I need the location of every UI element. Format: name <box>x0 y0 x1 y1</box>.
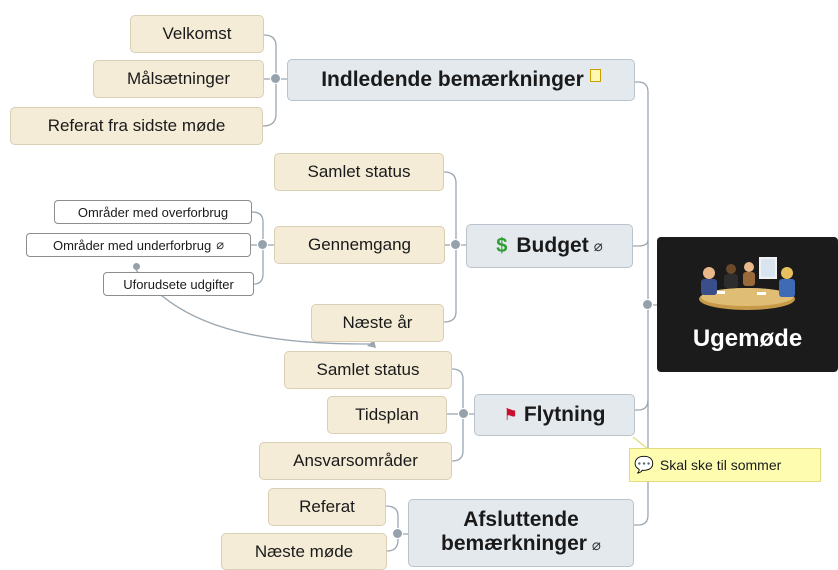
topic-afsluttende-dot[interactable] <box>392 528 403 539</box>
subtopic-tidsplan[interactable]: Tidsplan <box>327 396 447 434</box>
note-icon[interactable] <box>589 68 601 82</box>
speech-bubble-icon: 💬 <box>634 457 654 474</box>
relationship-start-dot[interactable] <box>133 263 140 270</box>
subtopic-referat[interactable]: Referat <box>268 488 386 526</box>
item-underforbrug[interactable]: Områder med underforbrug ⌀ <box>26 233 251 257</box>
subtopic-malsaetninger[interactable]: Målsætninger <box>93 60 264 98</box>
callout-text: Skal ske til sommer <box>659 457 782 473</box>
subtopic-samlet-status-flytning[interactable]: Samlet status <box>284 351 452 389</box>
central-connector-dot[interactable] <box>642 299 653 310</box>
topic-budget-label: Budget <box>516 234 589 257</box>
subtopic-label: Samlet status <box>307 162 411 181</box>
topic-indledende-dot[interactable] <box>270 73 281 84</box>
subtopic-label: Næste år <box>342 313 413 332</box>
dollar-icon: $ <box>496 234 508 257</box>
meeting-illustration-icon <box>699 257 795 310</box>
subtopic-label: Tidsplan <box>355 405 419 424</box>
topic-indledende-label: Indledende bemærkninger <box>321 68 584 91</box>
subtopic-samlet-status-budget[interactable]: Samlet status <box>274 153 444 191</box>
subtopic-referat-sidste[interactable]: Referat fra sidste møde <box>10 107 263 145</box>
topic-afsluttende-label-line1: Afsluttende <box>463 508 579 531</box>
central-topic-label: Ugemøde <box>692 325 803 352</box>
topic-budget-dot[interactable] <box>450 239 461 250</box>
item-uforudsete[interactable]: Uforudsete udgifter <box>103 272 254 296</box>
subtopic-label: Næste møde <box>254 541 354 561</box>
subtopic-label: Referat fra sidste møde <box>47 116 226 135</box>
topic-flytning-label: Flytning <box>523 403 606 426</box>
topic-afsluttende[interactable]: Afsluttende bemærkninger⌀ <box>408 499 634 567</box>
topic-flytning-dot[interactable] <box>458 408 469 419</box>
subtopic-label: Samlet status <box>316 360 420 379</box>
item-label: Områder med underforbrug <box>52 237 212 253</box>
subtopic-label: Målsætninger <box>127 69 230 88</box>
topic-afsluttende-label-line2: bemærkninger <box>441 532 587 555</box>
topic-budget[interactable]: $ Budget ⌀ <box>466 224 633 268</box>
central-topic[interactable]: Ugemøde <box>657 237 838 372</box>
subtopic-gennemgang[interactable]: Gennemgang <box>274 226 445 264</box>
subtopic-naeste-moede[interactable]: Næste møde <box>221 533 387 570</box>
subtopic-naeste-aar[interactable]: Næste år <box>311 304 444 342</box>
subtopic-velkomst[interactable]: Velkomst <box>130 15 264 53</box>
flag-icon: ⚑ <box>503 407 518 424</box>
item-label: Uforudsete udgifter <box>123 276 234 292</box>
paperclip-icon[interactable]: ⌀ <box>591 537 601 554</box>
subtopic-gennemgang-dot[interactable] <box>257 239 268 250</box>
item-label: Områder med overforbrug <box>77 204 229 220</box>
paperclip-icon[interactable]: ⌀ <box>593 238 603 255</box>
topic-indledende[interactable]: Indledende bemærkninger <box>287 59 635 101</box>
paperclip-icon[interactable]: ⌀ <box>216 237 225 252</box>
subtopic-label: Velkomst <box>162 24 232 43</box>
topic-flytning[interactable]: ⚑ Flytning <box>474 394 635 436</box>
subtopic-ansvarsomraader[interactable]: Ansvarsområder <box>259 442 452 480</box>
item-overforbrug[interactable]: Områder med overforbrug <box>54 200 252 224</box>
subtopic-label: Gennemgang <box>307 235 412 254</box>
subtopic-label: Ansvarsområder <box>293 451 418 470</box>
subtopic-label: Referat <box>299 497 355 516</box>
callout-note[interactable]: 💬 Skal ske til sommer <box>629 448 821 482</box>
